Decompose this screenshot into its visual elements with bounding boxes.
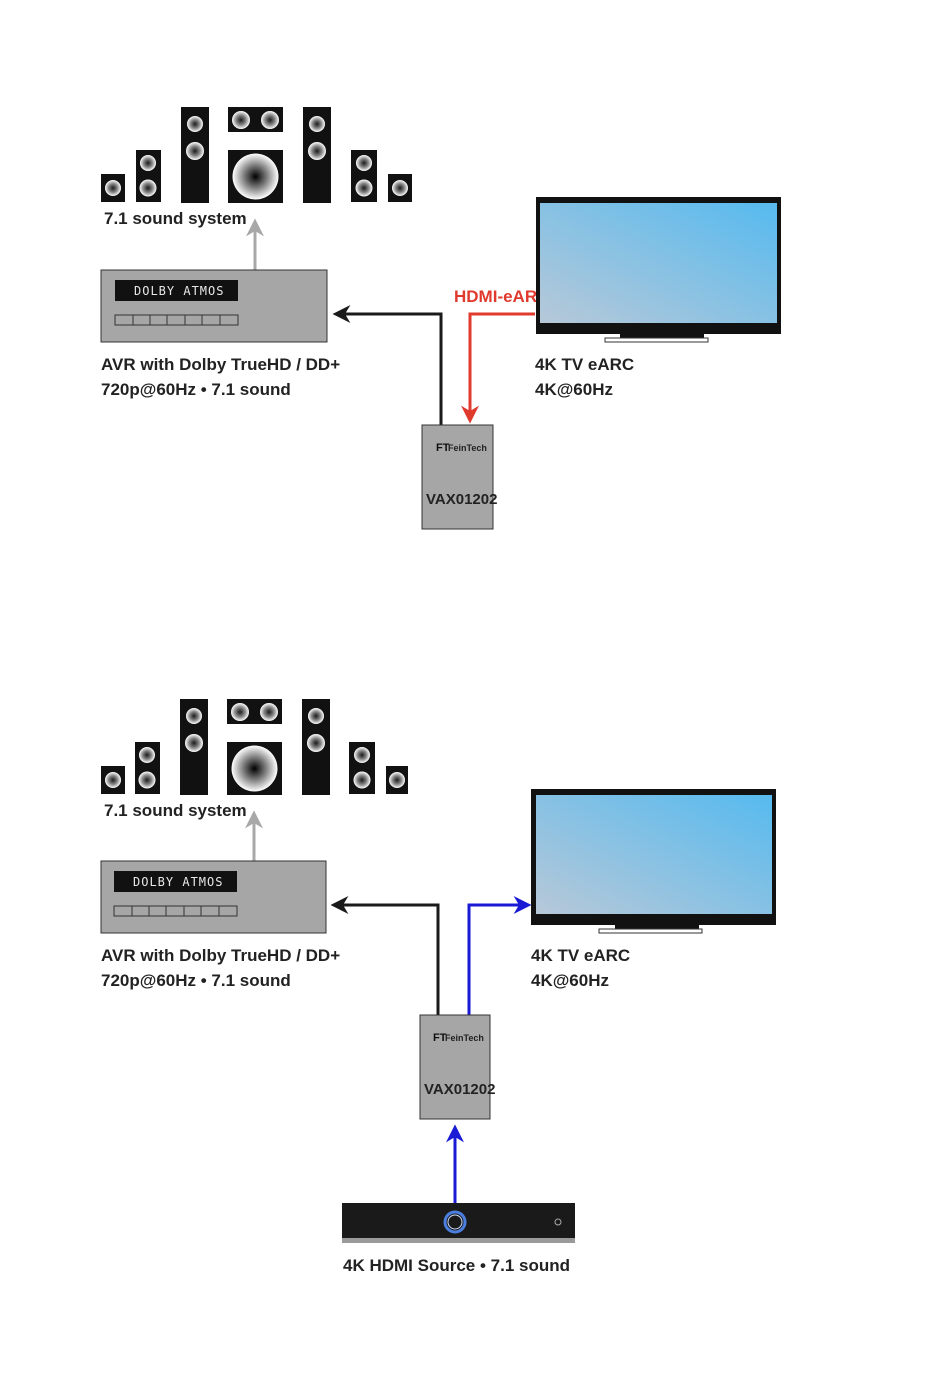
tv-label-line1: 4K TV eARC	[531, 946, 630, 965]
diagram-top: 7.1 sound system DOLBY ATMOS AVR with Do…	[101, 107, 781, 529]
device-brand: FeinTech	[445, 1033, 484, 1043]
avr-label-line2: 720p@60Hz • 7.1 sound	[101, 380, 291, 399]
hdmi-to-tv-arrow	[469, 905, 528, 1015]
hdmi-earc-label: HDMI-eARC	[454, 287, 549, 306]
speakers-label: 7.1 sound system	[104, 209, 247, 228]
speaker-system	[101, 107, 412, 203]
speakers-label: 7.1 sound system	[104, 801, 247, 820]
speaker-icon	[101, 766, 125, 794]
speaker-icon	[180, 699, 208, 795]
speaker-icon	[101, 174, 125, 202]
avr-display-text: DOLBY ATMOS	[133, 875, 223, 889]
diagram-bottom: 7.1 sound system DOLBY ATMOS AVR with Do…	[101, 699, 776, 1275]
tv	[531, 789, 776, 933]
subwoofer-icon	[227, 742, 282, 795]
avr-label-line1: AVR with Dolby TrueHD / DD+	[101, 355, 340, 374]
speaker-system	[101, 699, 408, 795]
avr-receiver: DOLBY ATMOS	[101, 270, 327, 342]
vax01202-device: FT FeinTech VAX01202	[420, 1015, 495, 1119]
subwoofer-icon	[228, 150, 283, 203]
hdmi-earc-arrow	[470, 314, 535, 420]
speaker-icon	[181, 107, 209, 203]
avr-receiver: DOLBY ATMOS	[101, 861, 326, 933]
tv-label-line2: 4K@60Hz	[535, 380, 613, 399]
avr-label-line2: 720p@60Hz • 7.1 sound	[101, 971, 291, 990]
tv	[536, 197, 781, 342]
device-brand: FeinTech	[448, 443, 487, 453]
speaker-icon	[388, 174, 412, 202]
audio-to-avr-arrow	[334, 905, 438, 1015]
speaker-icon	[386, 766, 408, 794]
source-label: 4K HDMI Source • 7.1 sound	[343, 1256, 570, 1275]
vax01202-device: FT FeinTech VAX01202	[422, 425, 497, 529]
center-speaker-icon	[228, 107, 283, 132]
speaker-icon	[349, 742, 375, 794]
device-model: VAX01202	[426, 491, 497, 508]
speaker-icon	[302, 699, 330, 795]
speaker-icon	[303, 107, 331, 203]
tv-screen	[540, 203, 777, 323]
tv-label-line2: 4K@60Hz	[531, 971, 609, 990]
center-speaker-icon	[227, 699, 282, 724]
speaker-icon	[135, 742, 160, 794]
device-model: VAX01202	[424, 1081, 495, 1098]
speaker-icon	[136, 150, 161, 202]
audio-to-avr-arrow	[336, 314, 441, 425]
avr-display-text: DOLBY ATMOS	[134, 284, 224, 298]
hdmi-source-box	[342, 1203, 575, 1243]
tv-label-line1: 4K TV eARC	[535, 355, 634, 374]
avr-label-line1: AVR with Dolby TrueHD / DD+	[101, 946, 340, 965]
tv-screen	[536, 795, 772, 914]
speaker-icon	[351, 150, 377, 202]
